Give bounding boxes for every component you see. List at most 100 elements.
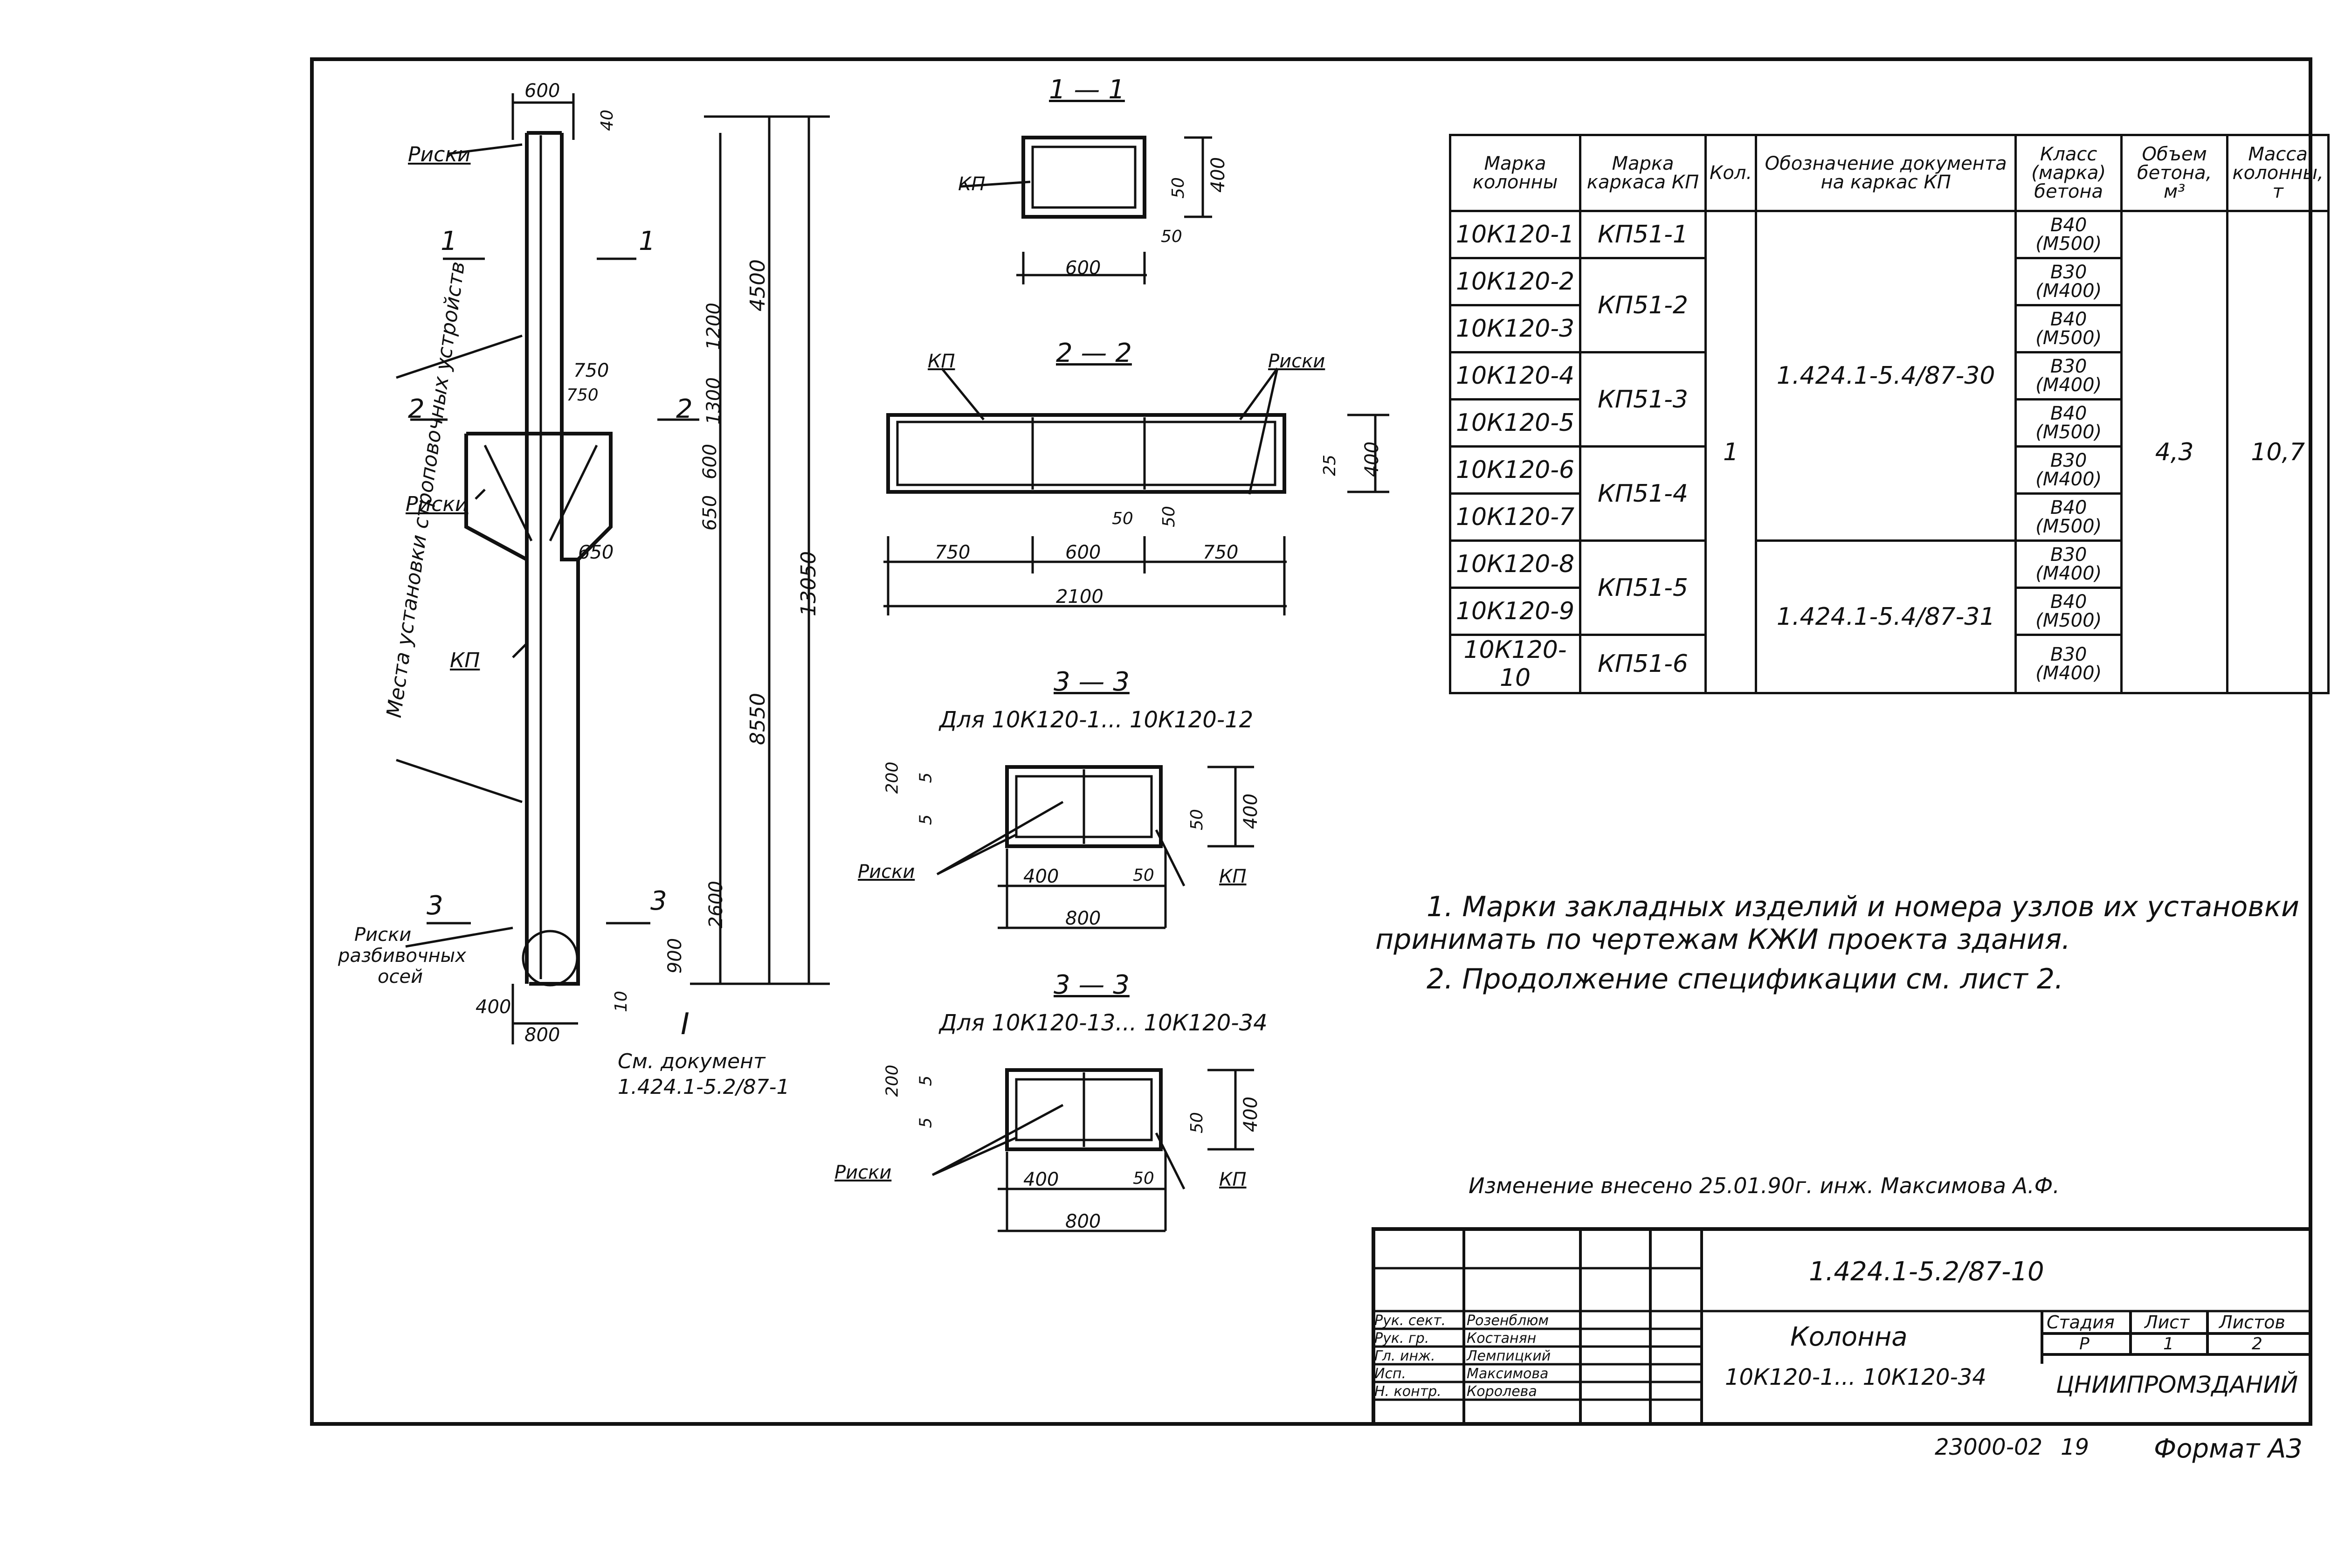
cell-mark: 10К120-2: [1449, 257, 1581, 306]
tb-sheets-header: Листов: [2219, 1312, 2285, 1333]
dim-650-v: 650: [699, 495, 721, 531]
s2-dim-750b: 750: [1203, 542, 1239, 563]
section-title-2-2: 2 — 2: [1056, 338, 1132, 368]
note-1-line-2: принимать по чертежам КЖИ проекта здания…: [1375, 923, 2071, 956]
title-block: [1372, 1227, 2312, 1426]
title-block-lines: [1372, 1227, 2312, 1426]
note-2: 2. Продолжение спецификации см. лист 2.: [1427, 963, 2064, 995]
tb-sheet-header: Лист: [2145, 1312, 2190, 1333]
header-vol: Объем бетона, м³: [2120, 134, 2229, 212]
s3a-dim-400w: 400: [1023, 866, 1059, 887]
s2-dim-600: 600: [1065, 542, 1101, 563]
section-1-1: [960, 136, 1212, 284]
section-title-1-1: 1 — 1: [1049, 75, 1125, 105]
tb-role: Н. контр.: [1374, 1383, 1441, 1400]
s3a-dim-200: 200: [883, 761, 902, 794]
label-riski-mid: Риски: [406, 492, 469, 516]
s3b-dim-50b: 50: [1187, 1112, 1207, 1133]
section-title-3-3-a: 3 — 3: [1054, 667, 1130, 697]
see-doc-1: См. документ: [618, 1050, 766, 1073]
table-row: 10К120-8 КП51-5 1.424.1-5.4/87-31 В30 (М…: [1449, 539, 2329, 694]
label-kp-col: КП: [450, 649, 480, 672]
s3b-dim-400w: 400: [1023, 1169, 1059, 1190]
s2-label-kp: КП: [928, 351, 955, 372]
s1-dim-50a: 50: [1168, 177, 1188, 199]
s3a-dim-50: 50: [1133, 866, 1154, 885]
table-row: 10К120-2 КП51-2 В30 (М400): [1449, 257, 2329, 353]
cell-frame: КП51-5: [1579, 539, 1707, 636]
s2-dim-750a: 750: [935, 542, 971, 563]
header-frame-mark: Марка каркаса КП: [1579, 134, 1707, 212]
section-title-3-3-b: 3 — 3: [1054, 970, 1130, 1000]
cell-mark: 10К120-6: [1449, 445, 1581, 495]
dim-2600: 2600: [705, 881, 727, 928]
tb-role: Рук. гр.: [1374, 1330, 1429, 1347]
section-mark-1-left: 1: [441, 226, 457, 256]
section-3-3-b: [931, 1068, 1254, 1232]
tb-stage-header: Стадия: [2047, 1312, 2115, 1333]
s1-dim-50b: 50: [1161, 227, 1182, 246]
footer-format: Формат А3: [2154, 1434, 2303, 1464]
s3a-label-kp: КП: [1219, 866, 1247, 887]
tb-stage: Р: [2079, 1334, 2090, 1354]
section-3-3-a: [936, 765, 1254, 929]
tb-role: Гл. инж.: [1374, 1348, 1435, 1364]
tb-sheets: 2: [2252, 1334, 2262, 1354]
cell-frame: КП51-2: [1579, 257, 1707, 353]
cell-cls: В40 (М500): [2014, 210, 2123, 259]
s3b-dim-5a: 5: [916, 1075, 936, 1086]
cell-cls: В30 (М400): [2014, 539, 2123, 589]
s1-dim-600: 600: [1065, 257, 1101, 279]
dim-4500: 4500: [745, 259, 770, 311]
dim-650-h: 650: [578, 542, 614, 563]
header-col-mark: Марка колонны: [1449, 134, 1581, 212]
s3b-dim-50: 50: [1133, 1169, 1154, 1188]
table-row: 10К120-10 КП51-6 В30 (М400): [1449, 634, 2329, 694]
s2-dim-50b: 50: [1159, 506, 1179, 527]
cell-mark: 10К120-1: [1449, 210, 1581, 259]
s3b-label-kp: КП: [1219, 1169, 1247, 1190]
table-row: 10К120-7 В40 (М500): [1449, 492, 2329, 542]
tb-org: ЦНИИПРОМЗДАНИЙ: [2056, 1371, 2298, 1398]
tb-person: Королева: [1467, 1383, 1537, 1400]
tb-sheet: 1: [2163, 1334, 2174, 1354]
tb-name-1: Колонна: [1790, 1322, 1908, 1352]
cell-mark: 10К120-3: [1449, 304, 1581, 353]
tb-person: Лемпицкий: [1467, 1348, 1551, 1364]
cell-mark: 10К120-7: [1449, 492, 1581, 542]
header-doc: Обозначение документа на каркас КП: [1755, 134, 2017, 212]
label-riski-axes-3: осей: [378, 966, 423, 988]
header-cls: Класс (марка) бетона: [2014, 134, 2123, 212]
label-riski-top: Риски: [408, 143, 471, 166]
cell-cls: В40 (М500): [2014, 587, 2123, 636]
cell-mark: 10К120-8: [1449, 539, 1581, 589]
s1-label-kp: КП: [958, 173, 986, 195]
section-mark-2-right: 2: [676, 394, 693, 424]
cell-frame: КП51-6: [1579, 634, 1707, 694]
s2-dim-50a: 50: [1112, 509, 1133, 528]
dim-40: 40: [597, 110, 617, 131]
dim-10: 10: [611, 991, 631, 1012]
s3b-dim-400h: 400: [1240, 1096, 1262, 1133]
dim-600-top: 600: [524, 80, 560, 102]
drawing-frame: [310, 57, 2312, 1426]
column-elevation: [396, 93, 830, 1044]
cell-mark: 10К120-4: [1449, 351, 1581, 401]
dim-800-col: 800: [524, 1024, 560, 1046]
s2-label-riski: Риски: [1268, 351, 1325, 372]
cell-mark: 10К120-10: [1449, 634, 1581, 694]
cell-cls: В30 (М400): [2014, 257, 2123, 306]
cell-vol: 4,3: [2120, 210, 2229, 694]
header-qty: Кол.: [1704, 134, 1758, 212]
dim-750-a: 750: [573, 360, 609, 381]
label-roman-one: I: [681, 1007, 690, 1042]
s3b-dim-200: 200: [883, 1064, 902, 1097]
s3b-dim-5b: 5: [916, 1117, 936, 1128]
cell-cls: В30 (М400): [2014, 445, 2123, 495]
cell-cls: В40 (М500): [2014, 492, 2123, 542]
cell-mark: 10К120-5: [1449, 398, 1581, 448]
section-3-3-a-for: Для 10К120-1... 10К120-12: [939, 707, 1254, 733]
cell-frame: КП51-3: [1579, 351, 1707, 448]
label-riski-axes-1: Риски: [354, 924, 412, 946]
